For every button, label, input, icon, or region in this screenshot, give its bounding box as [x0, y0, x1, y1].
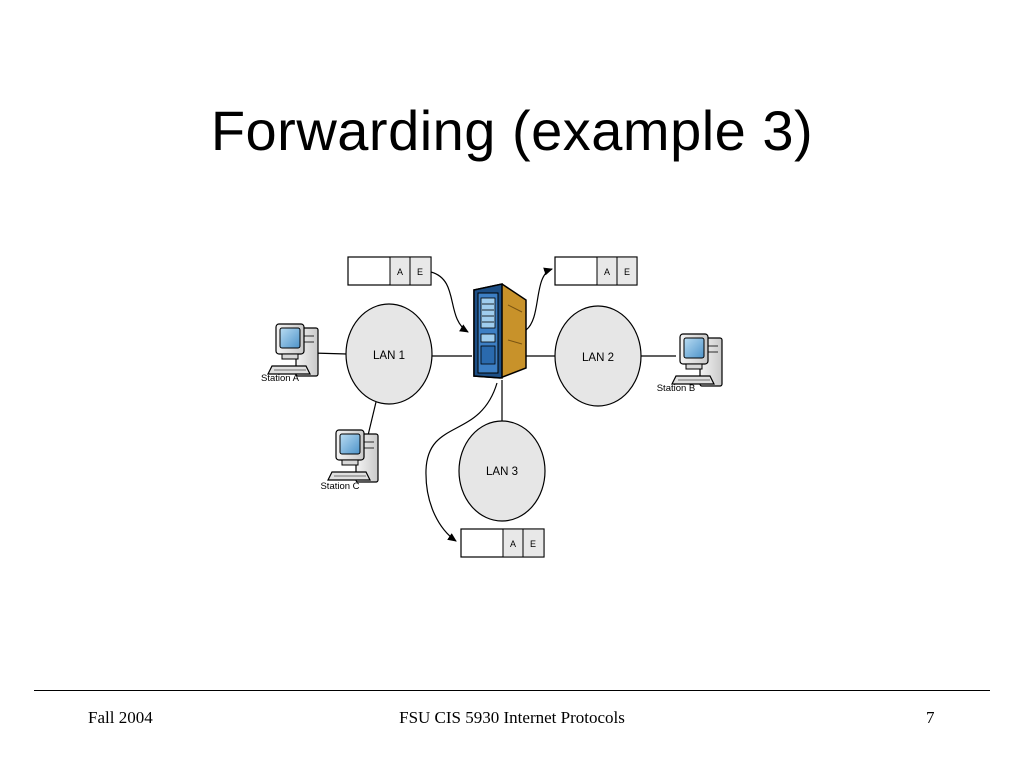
lan-3-label: LAN 3 [486, 466, 518, 478]
lan-3: LAN 3 [458, 420, 546, 522]
frame-lan3-src: E [530, 539, 536, 549]
forwarding-arrows [425, 267, 553, 542]
lan-1-shape [345, 303, 433, 405]
lan-2: LAN 2 [554, 305, 642, 407]
station-a-computer-icon [267, 323, 319, 377]
frame-lan1-src: E [417, 267, 423, 277]
station-c-computer-icon [327, 429, 379, 483]
station-b-computer-icon [671, 333, 723, 387]
frame-lan1-dest: A [397, 267, 403, 277]
arrow-out-to-lan2 [525, 267, 553, 331]
frame-lan1: A E [347, 256, 432, 286]
frame-lan3-dest: A [510, 539, 516, 549]
bridge-server-icon [473, 283, 527, 379]
arrow-out-to-lan3 [425, 382, 498, 542]
station-a: Station A [261, 323, 319, 384]
station-c: Station C [320, 429, 379, 492]
footer-course: FSU CIS 5930 Internet Protocols [399, 708, 625, 727]
frame-lan3: A E [460, 528, 545, 558]
station-a-label: Station A [261, 373, 300, 384]
station-c-label: Station C [320, 481, 359, 492]
arrow-in-from-lan1 [430, 271, 469, 333]
lan-2-shape [554, 305, 642, 407]
frame-lan2-src: E [624, 267, 630, 277]
station-b-label: Station B [657, 383, 696, 394]
frame-lan2: A E [554, 256, 638, 286]
lan-1-label: LAN 1 [373, 350, 405, 362]
frame-lan2-dest: A [604, 267, 610, 277]
lan-3-shape [458, 420, 546, 522]
footer-date: Fall 2004 [88, 708, 153, 727]
footer-divider [34, 690, 990, 691]
lan-2-label: LAN 2 [582, 352, 614, 364]
lan-1: LAN 1 [345, 303, 433, 405]
slide-number: 7 [926, 708, 935, 727]
slide-title: Forwarding (example 3) [210, 99, 814, 162]
station-b: Station B [657, 333, 723, 394]
